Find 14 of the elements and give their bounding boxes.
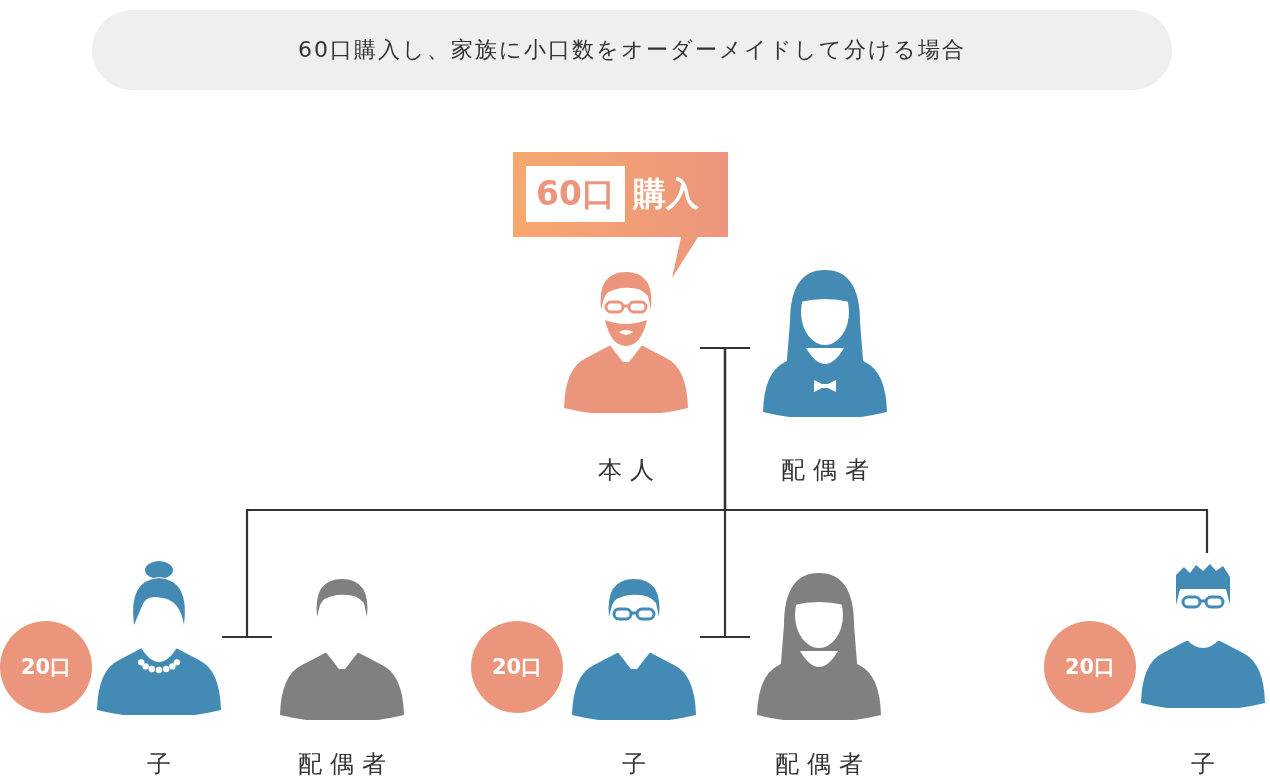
- person-label: 配偶者: [297, 749, 395, 780]
- person-label: 配偶者: [780, 455, 878, 486]
- amount-badge: 20口: [0, 621, 92, 713]
- amount-badge: 20口: [471, 621, 563, 713]
- bubble-text: 購入: [633, 173, 699, 215]
- person-label: 子: [620, 749, 655, 780]
- amount-badge: 20口: [1044, 621, 1136, 713]
- person-label: 子: [1190, 749, 1224, 780]
- title-banner: 60口購入し、家族に小口数をオーダーメイドして分ける場合: [92, 10, 1172, 90]
- person-label: 子: [145, 749, 180, 780]
- person-label: 本人: [597, 455, 663, 486]
- amount-tag: 60口: [526, 166, 625, 222]
- connector-line: [700, 346, 1209, 553]
- person-label: 配偶者: [773, 749, 872, 780]
